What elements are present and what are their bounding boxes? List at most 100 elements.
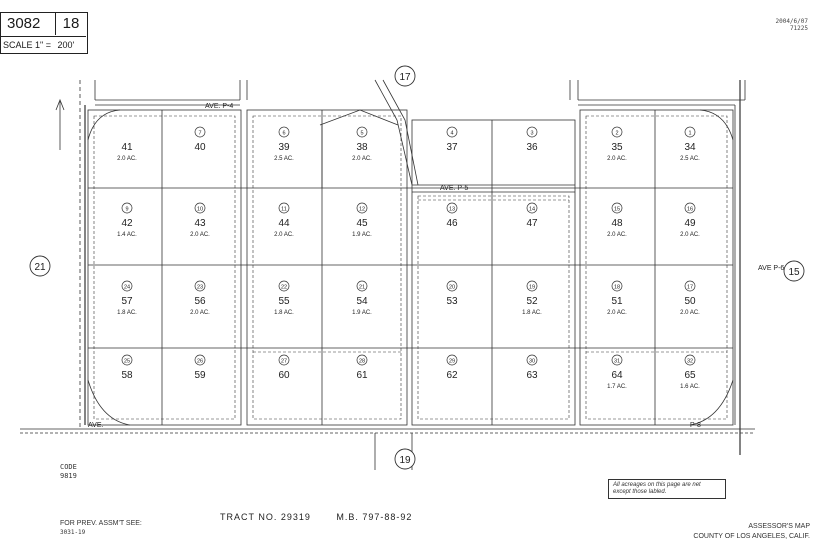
parcel-acreage: 2.0 AC. — [117, 156, 137, 162]
parcel-number: 55 — [278, 296, 290, 307]
adjacent-page-north-icon — [394, 65, 416, 87]
parcel-index-circle-icon — [526, 202, 538, 214]
parcel-55: 22 55 1.8 AC. — [274, 280, 294, 316]
parcel-number: 53 — [446, 296, 458, 307]
scale-value: 200' — [57, 40, 75, 50]
parcel-index-circle-icon — [611, 126, 623, 138]
parcel-41: 412.0 AC. — [117, 142, 137, 162]
parcel-number: 34 — [684, 142, 696, 153]
adjacent-page-east-icon — [783, 260, 805, 282]
parcel-number: 50 — [684, 296, 696, 307]
parcel-acreage: 2.0 AC. — [680, 232, 700, 238]
parcel-acreage: 1.6 AC. — [680, 384, 700, 390]
parcel-index-circle-icon — [684, 202, 696, 214]
parcel-index: 12 — [359, 207, 365, 213]
block-east — [579, 109, 734, 426]
parcel-acreage: 1.8 AC. — [522, 310, 542, 316]
parcel-index: 7 — [198, 131, 201, 137]
parcel-index: 11 — [281, 207, 287, 213]
parcel-36: 336 — [526, 126, 538, 153]
map-page-number: 18 — [62, 15, 80, 32]
parcel-index: 22 — [281, 285, 287, 291]
parcel-index-circle-icon — [356, 354, 368, 366]
parcel-acreage: 2.0 AC. — [607, 310, 627, 316]
diagonal-road — [374, 79, 413, 186]
parcel-number: 61 — [356, 370, 368, 381]
parcel-index: 5 — [360, 131, 363, 137]
parcel-index-circle-icon — [684, 280, 696, 292]
street-label-north-left: AVE. P-4 — [205, 103, 233, 110]
parcel-number: 56 — [194, 296, 206, 307]
parcel-acreage: 2.0 AC. — [680, 310, 700, 316]
parcel-number: 65 — [684, 370, 696, 381]
parcel-number: 52 — [526, 296, 538, 307]
parcel-index: 21 — [359, 285, 365, 291]
parcel-number: 63 — [526, 370, 538, 381]
parcel-acreage: 1.7 AC. — [607, 384, 627, 390]
parcel-number: 44 — [278, 218, 290, 229]
parcel-index-circle-icon — [194, 354, 206, 366]
parcel-index-circle-icon — [356, 280, 368, 292]
map-header-box: 3082 18 SCALE 1" = 200' — [0, 12, 88, 54]
revision-stamp: 2004/6/07 71225 — [775, 18, 808, 32]
parcel-acreage: 1.9 AC. — [352, 232, 372, 238]
parcel-index: 25 — [124, 359, 130, 365]
parcel-index: 13 — [449, 207, 455, 213]
parcel-index-circle-icon — [278, 126, 290, 138]
map-book-number: 3082 — [1, 13, 56, 35]
code-block: CODE 9819 — [60, 463, 77, 481]
parcel-number: 49 — [684, 218, 696, 229]
block-center-west — [246, 109, 408, 426]
parcel-index: 30 — [529, 359, 535, 365]
adjacent-page-south: 19 — [399, 455, 411, 466]
parcel-acreage: 2.0 AC. — [190, 232, 210, 238]
parcel-index-circle-icon — [526, 354, 538, 366]
parcel-63: 30 63 — [526, 354, 538, 381]
parcel-index: 1 — [688, 131, 691, 137]
parcel-index-circle-icon — [611, 354, 623, 366]
tract-number: TRACT NO. 29319 — [220, 512, 311, 522]
map-book-reference: M.B. 797-88-92 — [336, 512, 413, 522]
parcel-index-circle-icon — [194, 126, 206, 138]
parcel-index: 28 — [359, 359, 365, 365]
parcel-index: 17 — [687, 285, 693, 291]
parcel-index-circle-icon — [121, 354, 133, 366]
parcel-number: 45 — [356, 218, 368, 229]
prev-assessment-label: FOR PREV. ASSM'T SEE: — [60, 520, 142, 527]
street-label-south-left: AVE. — [88, 422, 103, 429]
parcel-number: 38 — [356, 142, 368, 153]
tract-info: TRACT NO. 29319 M.B. 797-88-92 — [220, 512, 434, 522]
parcel-number: 43 — [194, 218, 206, 229]
parcel-number: 48 — [611, 218, 623, 229]
parcel-index-circle-icon — [684, 354, 696, 366]
street-label-east: AVE P-6 — [758, 265, 784, 272]
parcel-number: 46 — [446, 218, 458, 229]
parcel-index: 4 — [450, 131, 453, 137]
parcel-number: 62 — [446, 370, 458, 381]
parcel-index-circle-icon — [278, 280, 290, 292]
scale-box: SCALE 1" = 200' — [1, 36, 86, 52]
parcel-index-circle-icon — [278, 354, 290, 366]
parcel-40: 740 — [194, 126, 206, 153]
parcel-index-circle-icon — [684, 126, 696, 138]
parcel-number: 36 — [526, 142, 538, 153]
parcel-number: 42 — [121, 218, 133, 229]
parcel-acreage: 1.8 AC. — [274, 310, 294, 316]
parcel-index-circle-icon — [121, 202, 133, 214]
parcel-50: 17 50 2.0 AC. — [680, 280, 700, 316]
adjacent-page-east: 15 — [788, 267, 800, 278]
parcel-index-circle-icon — [526, 280, 538, 292]
assessor-title-line1: ASSESSOR'S MAP — [748, 523, 810, 530]
